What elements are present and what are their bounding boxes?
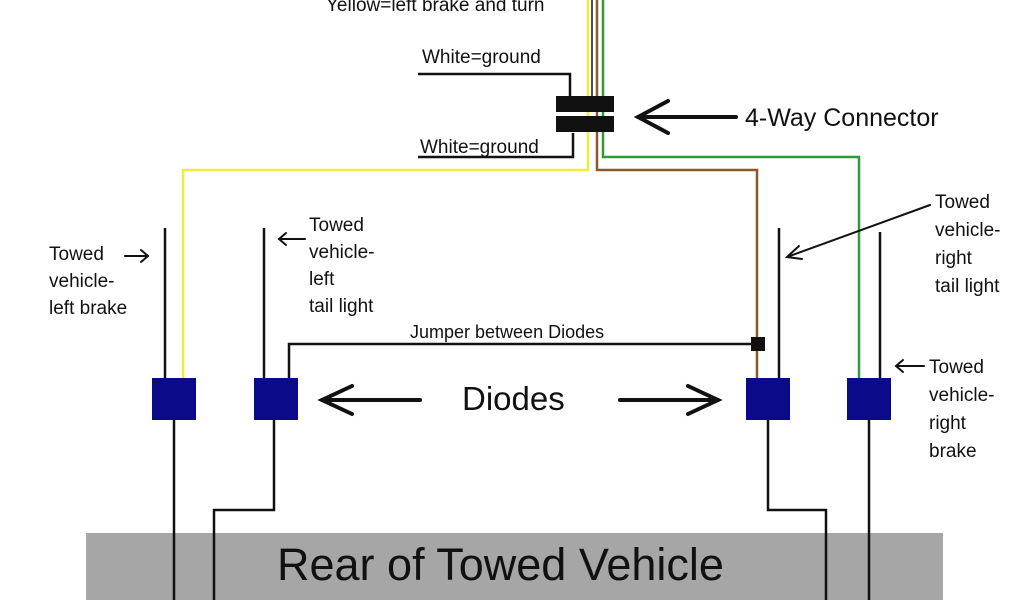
white-ground-top-label: White=ground <box>422 47 541 68</box>
jumper-wire <box>287 342 758 378</box>
right-brake-label-line: right <box>929 413 967 434</box>
right-tail-label-line: right <box>935 248 973 269</box>
ground-wire-bottom <box>418 133 575 159</box>
rear-label: Rear of Towed Vehicle <box>277 539 724 590</box>
right-tail-label-line: Towed <box>935 192 990 213</box>
diodes-label: Diodes <box>462 380 565 417</box>
jumper-label: Jumper between Diodes <box>410 322 604 342</box>
ground-wire-top <box>418 72 572 97</box>
brown-wire <box>595 0 759 378</box>
right-tail-label-line: vehicle- <box>935 220 1000 241</box>
left-tail-out-wire <box>212 420 276 600</box>
right-brake-label: Towed vehicle- right brake <box>929 357 1000 462</box>
right-brake-arrow <box>894 359 925 373</box>
right-tail-label-line: tail light <box>935 276 1000 297</box>
left-tail-label-line: left <box>309 269 335 290</box>
left-brake-label: Towed vehicle- left brake <box>49 244 127 319</box>
rear-bar <box>86 533 943 600</box>
connector-label: 4-Way Connector <box>745 104 939 132</box>
left-brake-arrow <box>124 249 150 263</box>
right-brake-label-line: Towed <box>929 357 984 378</box>
green-wire <box>601 0 861 378</box>
yellow-wire <box>181 0 590 378</box>
left-tail-arrow <box>277 232 306 246</box>
right-tail-arrow <box>784 204 931 260</box>
right-tail-label: Towed vehicle- right tail light <box>935 192 1006 297</box>
diode-left-tail <box>254 378 298 420</box>
right-brake-label-line: brake <box>929 441 977 462</box>
diode-left-brake <box>152 378 196 420</box>
diode-right-brake <box>847 378 891 420</box>
left-brake-label-line: Towed <box>49 244 104 265</box>
white-ground-bottom-label: White=ground <box>420 137 539 158</box>
left-tail-label: Towed vehicle- left tail light <box>309 215 380 317</box>
left-tail-label-line: tail light <box>309 296 374 317</box>
connector-arrow <box>633 99 738 135</box>
four-way-connector <box>556 96 614 132</box>
left-brake-label-line: vehicle- <box>49 271 114 292</box>
left-tail-label-line: Towed <box>309 215 364 236</box>
left-tail-label-line: vehicle- <box>309 242 374 263</box>
right-brake-label-line: vehicle- <box>929 385 994 406</box>
diodes-arrow-right <box>618 384 723 416</box>
left-brake-label-line: left brake <box>49 298 127 319</box>
diode-right-tail <box>746 378 790 420</box>
right-tail-out-wire <box>766 420 828 600</box>
diodes-arrow-left <box>317 384 422 416</box>
yellow-wire-label: Yellow=left brake and turn <box>326 0 544 16</box>
jumper-node <box>751 337 765 351</box>
